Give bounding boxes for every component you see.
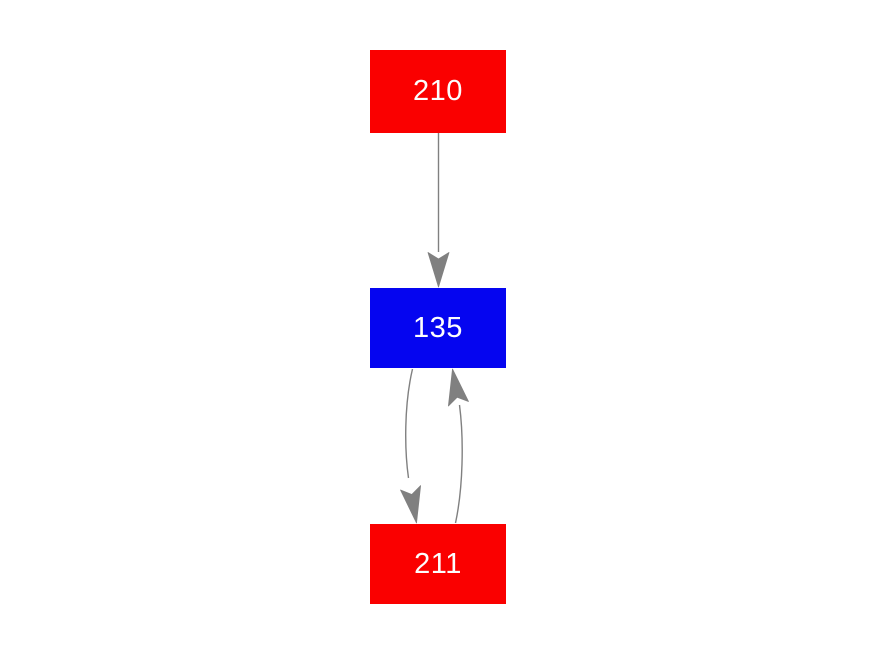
edge-211-to-135[interactable] xyxy=(448,368,469,524)
graph-node-210[interactable]: 210 xyxy=(370,50,506,133)
graph-node-211[interactable]: 211 xyxy=(370,524,506,604)
edge-210-to-135[interactable] xyxy=(427,133,450,288)
node-label: 135 xyxy=(413,311,463,344)
arrowhead-up-icon xyxy=(448,368,469,407)
edge-135-to-211[interactable] xyxy=(400,368,421,524)
arrowhead-down-icon xyxy=(400,485,421,524)
edge-line xyxy=(454,404,463,524)
arrowhead-down-icon xyxy=(427,252,450,288)
node-label: 210 xyxy=(413,75,463,107)
edge-line xyxy=(405,368,414,479)
graph-node-135[interactable]: 135 xyxy=(370,288,506,368)
node-label: 211 xyxy=(414,547,462,580)
